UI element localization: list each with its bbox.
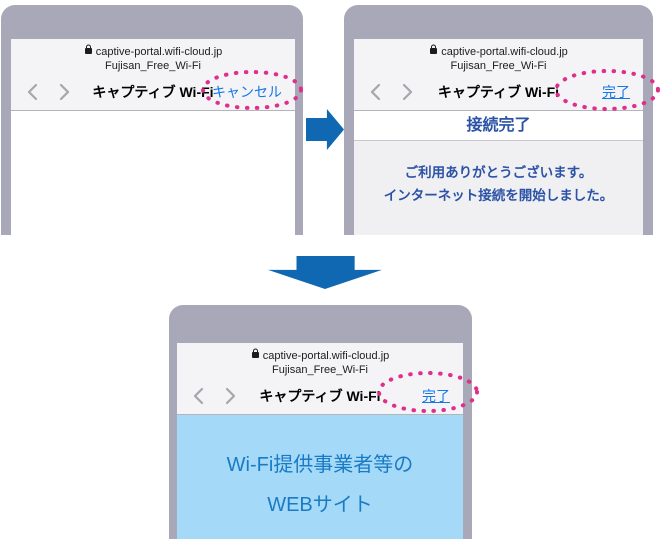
lock-icon	[251, 348, 260, 363]
phone-mockup-website: captive-portal.wifi-cloud.jp Fujisan_Fre…	[169, 305, 472, 539]
chevron-right-icon[interactable]	[402, 83, 413, 101]
chevron-left-icon[interactable]	[27, 83, 38, 101]
chevron-right-icon[interactable]	[225, 387, 236, 405]
phone-mockup-connected: captive-portal.wifi-cloud.jp Fujisan_Fre…	[344, 5, 653, 235]
chevron-right-icon[interactable]	[59, 83, 70, 101]
done-button[interactable]: 完了	[416, 385, 463, 407]
ssid-text: Fujisan_Free_Wi-Fi	[272, 364, 368, 376]
thank-you-message: ご利用ありがとうございます。 インターネット接続を開始しました。	[354, 141, 643, 235]
browser-screen: captive-portal.wifi-cloud.jp Fujisan_Fre…	[177, 343, 463, 539]
lock-icon	[429, 44, 438, 59]
browser-header: captive-portal.wifi-cloud.jp Fujisan_Fre…	[354, 39, 643, 111]
connection-complete-banner: 接続完了	[354, 111, 643, 141]
browser-header: captive-portal.wifi-cloud.jp Fujisan_Fre…	[11, 39, 295, 111]
chevron-left-icon[interactable]	[193, 387, 204, 405]
page-title: キャプティブ Wi-Fi	[259, 387, 381, 404]
message-line: インターネット接続を開始しました。	[383, 188, 614, 203]
page-title: キャプティブ Wi-Fi	[437, 83, 560, 100]
browser-screen: captive-portal.wifi-cloud.jp Fujisan_Fre…	[354, 39, 643, 235]
site-info: captive-portal.wifi-cloud.jp Fujisan_Fre…	[11, 39, 295, 73]
blank-page-content	[11, 111, 295, 235]
site-info: captive-portal.wifi-cloud.jp Fujisan_Fre…	[354, 39, 643, 73]
block-arrow-down-icon	[268, 256, 382, 289]
page-title: キャプティブ Wi-Fi	[92, 83, 214, 100]
done-button[interactable]: 完了	[596, 81, 643, 103]
lock-icon	[84, 44, 93, 59]
webview-line: WEBサイト	[267, 494, 373, 516]
cancel-button[interactable]: キャンセル	[206, 81, 295, 103]
url-text: captive-portal.wifi-cloud.jp	[95, 45, 223, 58]
site-info: captive-portal.wifi-cloud.jp Fujisan_Fre…	[177, 343, 463, 377]
webview-line: Wi-Fi提供事業者等の	[226, 454, 414, 476]
provider-website-content: Wi-Fi提供事業者等の WEBサイト	[177, 415, 463, 539]
nav-bar: キャプティブ Wi-Fi 完了	[354, 73, 643, 111]
chevron-left-icon[interactable]	[370, 83, 381, 101]
message-line: ご利用ありがとうございます。	[404, 165, 593, 180]
nav-bar: キャプティブ Wi-Fi 完了	[177, 377, 463, 415]
url-text: captive-portal.wifi-cloud.jp	[262, 349, 390, 362]
url-text: captive-portal.wifi-cloud.jp	[441, 45, 568, 58]
browser-screen: captive-portal.wifi-cloud.jp Fujisan_Fre…	[11, 39, 295, 235]
browser-header: captive-portal.wifi-cloud.jp Fujisan_Fre…	[177, 343, 463, 415]
ssid-text: Fujisan_Free_Wi-Fi	[450, 60, 547, 72]
block-arrow-right-icon	[306, 109, 344, 150]
phone-mockup-cancel: captive-portal.wifi-cloud.jp Fujisan_Fre…	[1, 5, 303, 235]
nav-bar: キャプティブ Wi-Fi キャンセル	[11, 73, 295, 111]
ssid-text: Fujisan_Free_Wi-Fi	[105, 60, 201, 72]
